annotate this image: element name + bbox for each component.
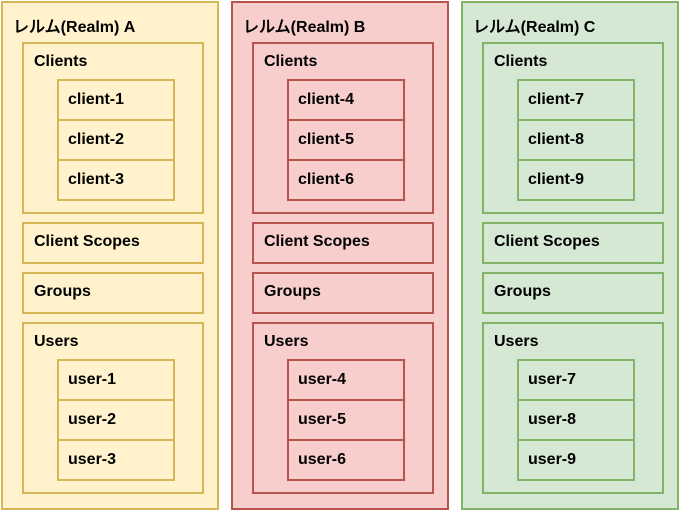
client-item: client-5 bbox=[287, 119, 405, 161]
user-item: user-2 bbox=[57, 399, 175, 441]
user-item: user-8 bbox=[517, 399, 635, 441]
user-name: user-9 bbox=[528, 451, 577, 468]
user-name: user-1 bbox=[68, 371, 117, 388]
users-label: Users bbox=[494, 333, 539, 350]
users-label: Users bbox=[34, 333, 79, 350]
client-name: client-5 bbox=[298, 131, 355, 148]
client-scopes-box: Client Scopes bbox=[252, 222, 434, 264]
groups-label: Groups bbox=[34, 283, 91, 300]
user-item: user-6 bbox=[287, 439, 405, 481]
client-scopes-label: Client Scopes bbox=[34, 233, 140, 250]
groups-box: Groups bbox=[22, 272, 204, 314]
users-label: Users bbox=[264, 333, 309, 350]
client-name: client-8 bbox=[528, 131, 585, 148]
groups-label: Groups bbox=[494, 283, 551, 300]
client-name: client-6 bbox=[298, 171, 355, 188]
clients-group: Clients client-4 client-5 client-6 bbox=[252, 42, 434, 214]
realm-title: レルム(Realm) C bbox=[473, 19, 596, 36]
client-item: client-3 bbox=[57, 159, 175, 201]
client-item: client-9 bbox=[517, 159, 635, 201]
client-name: client-3 bbox=[68, 171, 125, 188]
groups-box: Groups bbox=[252, 272, 434, 314]
realm-title: レルム(Realm) A bbox=[13, 19, 136, 36]
client-item: client-7 bbox=[517, 79, 635, 121]
user-item: user-4 bbox=[287, 359, 405, 401]
clients-label: Clients bbox=[494, 53, 548, 70]
client-scopes-label: Client Scopes bbox=[264, 233, 370, 250]
clients-label: Clients bbox=[264, 53, 318, 70]
client-item: client-1 bbox=[57, 79, 175, 121]
client-name: client-4 bbox=[298, 91, 355, 108]
realm-c: レルム(Realm) C Clients client-7 client-8 c… bbox=[461, 1, 679, 510]
client-scopes-box: Client Scopes bbox=[22, 222, 204, 264]
clients-group: Clients client-7 client-8 client-9 bbox=[482, 42, 664, 214]
user-name: user-7 bbox=[528, 371, 577, 388]
client-name: client-7 bbox=[528, 91, 585, 108]
realm-a: レルム(Realm) A Clients client-1 client-2 c… bbox=[1, 1, 219, 510]
user-name: user-3 bbox=[68, 451, 117, 468]
users-group: Users user-4 user-5 user-6 bbox=[252, 322, 434, 494]
user-name: user-2 bbox=[68, 411, 117, 428]
groups-label: Groups bbox=[264, 283, 321, 300]
client-scopes-label: Client Scopes bbox=[494, 233, 600, 250]
realm-title: レルム(Realm) B bbox=[243, 19, 366, 36]
client-item: client-2 bbox=[57, 119, 175, 161]
user-name: user-8 bbox=[528, 411, 577, 428]
client-item: client-6 bbox=[287, 159, 405, 201]
user-item: user-7 bbox=[517, 359, 635, 401]
user-name: user-4 bbox=[298, 371, 347, 388]
client-name: client-2 bbox=[68, 131, 125, 148]
client-name: client-1 bbox=[68, 91, 125, 108]
user-item: user-1 bbox=[57, 359, 175, 401]
user-item: user-9 bbox=[517, 439, 635, 481]
user-item: user-5 bbox=[287, 399, 405, 441]
client-item: client-8 bbox=[517, 119, 635, 161]
client-name: client-9 bbox=[528, 171, 585, 188]
users-group: Users user-1 user-2 user-3 bbox=[22, 322, 204, 494]
groups-box: Groups bbox=[482, 272, 664, 314]
realm-b: レルム(Realm) B Clients client-4 client-5 c… bbox=[231, 1, 449, 510]
client-item: client-4 bbox=[287, 79, 405, 121]
user-name: user-6 bbox=[298, 451, 347, 468]
clients-group: Clients client-1 client-2 client-3 bbox=[22, 42, 204, 214]
client-scopes-box: Client Scopes bbox=[482, 222, 664, 264]
user-item: user-3 bbox=[57, 439, 175, 481]
users-group: Users user-7 user-8 user-9 bbox=[482, 322, 664, 494]
clients-label: Clients bbox=[34, 53, 88, 70]
user-name: user-5 bbox=[298, 411, 347, 428]
